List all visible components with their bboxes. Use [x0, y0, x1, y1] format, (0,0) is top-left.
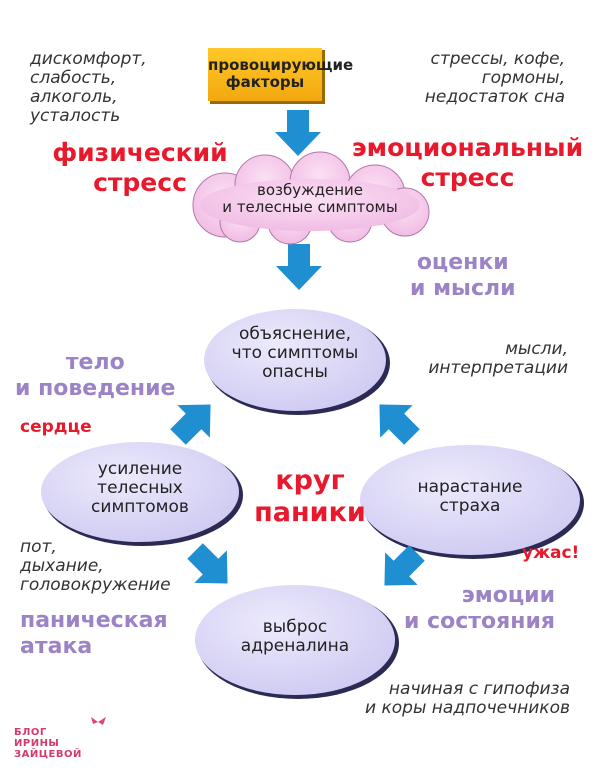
horror-label: ужас! — [522, 543, 580, 563]
node-adrenaline-label: выброс адреналина — [240, 617, 350, 657]
node-symptoms-label: усиление телесных симптомов — [91, 459, 189, 518]
node-explanation-label: объяснение, что симптомы опасны — [231, 324, 359, 383]
heart-label: сердце — [20, 417, 92, 437]
arrow-down-right-icon — [178, 534, 244, 600]
arrow-down-icon — [276, 244, 322, 290]
ellipse-adrenaline — [195, 585, 395, 695]
ellipse-symptoms — [41, 442, 239, 542]
arrow-down-icon — [275, 110, 321, 156]
blog-logo: БЛОГ ИРИНЫ ЗАЙЦЕВОЙ — [14, 718, 109, 769]
trigger-box-label: провоцирующие факторы — [208, 56, 354, 91]
symptoms-note: пот, дыхание, головокружение — [20, 537, 171, 596]
thoughts-note: мысли, интерпретации — [428, 339, 568, 379]
panic-cycle-label: круг паники — [254, 465, 366, 529]
emotions-label: эмоции и состояния — [403, 583, 555, 635]
emotional-triggers-note: стрессы, кофе, гормоны, недостаток сна — [424, 49, 565, 108]
body-behavior-label: тело и поведение — [15, 350, 176, 402]
cloud-label: возбуждение и телесные симптомы — [222, 181, 398, 216]
arrow-up-left-icon — [363, 388, 429, 454]
emotional-stress-label: эмоциональный стресс — [351, 133, 584, 192]
butterfly-icon — [91, 717, 106, 725]
panic-attack-label: паническая атака — [20, 608, 168, 660]
adrenaline-note: начиная с гипофиза и коры надпочечников — [365, 679, 570, 719]
physical-stress-label: физический стресс — [52, 138, 228, 197]
node-fear-label: нарастание страха — [417, 477, 523, 517]
ellipse-explanation — [204, 309, 386, 411]
thoughts-label: оценки и мысли — [410, 250, 516, 302]
ellipse-fear — [360, 445, 580, 555]
blog-logo-text: БЛОГ ИРИНЫ ЗАЙЦЕВОЙ — [14, 726, 82, 760]
physical-triggers-note: дискомфорт, слабость, алкоголь, усталост… — [30, 49, 147, 127]
